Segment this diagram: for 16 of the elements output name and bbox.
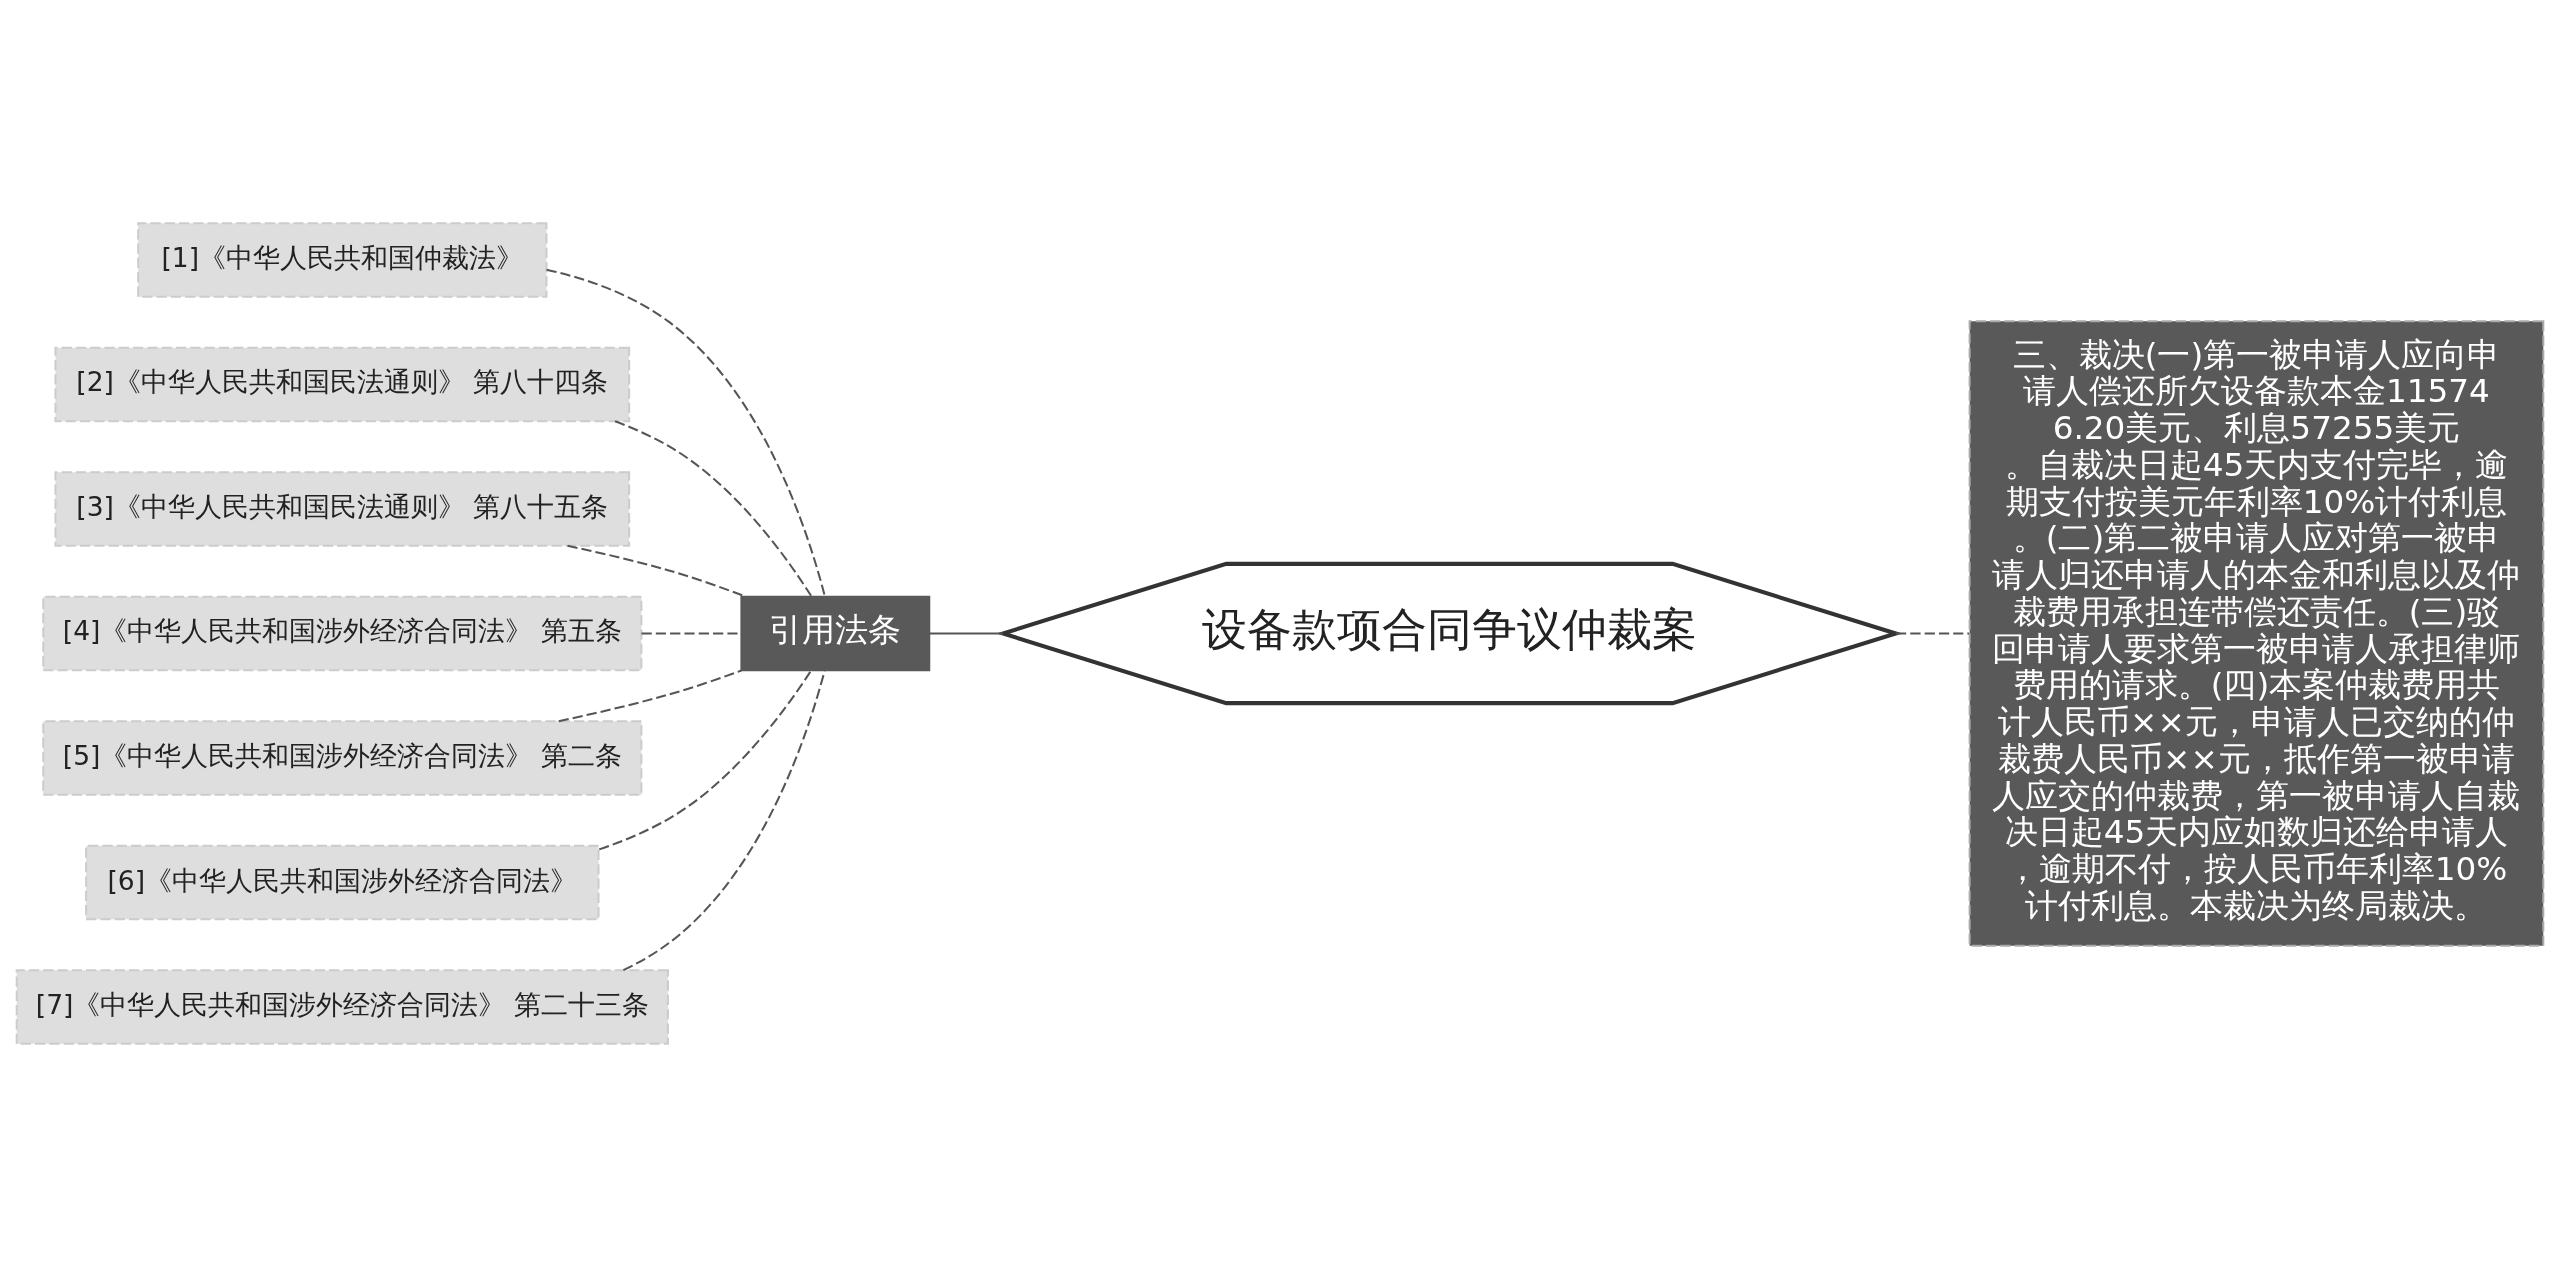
node-box: [3]《中华人民共和国民法通则》 第八十五条 bbox=[54, 471, 631, 547]
node-box: [6]《中华人民共和国涉外经济合同法》 bbox=[85, 844, 600, 921]
node-box: [1]《中华人民共和国仲裁法》 bbox=[137, 222, 548, 298]
node-box: 引用法条 bbox=[740, 595, 931, 672]
node-box: [4]《中华人民共和国涉外经济合同法》 第五条 bbox=[42, 595, 643, 672]
node-box: [5]《中华人民共和国涉外经济合同法》 第二条 bbox=[42, 720, 643, 796]
node-box: [7]《中华人民共和国涉外经济合同法》 第二十三条 bbox=[15, 969, 669, 1045]
connector bbox=[1895, 632, 1970, 635]
node-box: 三、裁决(一)第一被申请人应向申请人偿还所欠设备款本金115746.20美元、利息57255美元。自裁决日起45天内支付完毕，逾期支付按美元年利率10%计付利息。(二)第二被申请人应对第一被申请人归还申请人的本金和利息以及仲裁费用承担连带偿还责任。(三)驳回申请人要求第一被申请人承担律师费用的请求。(四)本案仲裁费用共计人民币××元，申请人已交纳的仲裁费人民币××元，抵作第一被申请人应交的仲裁费，第一被申请人自裁决日起45天内应如数归还给申请人，逾期不付，按人民币年利率10%计付利息。本裁决为终局裁决。 bbox=[1968, 320, 2545, 947]
connector bbox=[546, 268, 826, 597]
connector bbox=[614, 420, 813, 598]
connector bbox=[558, 669, 742, 723]
connector bbox=[598, 670, 812, 851]
connector bbox=[622, 670, 826, 972]
node-box: [2]《中华人民共和国民法通则》 第八十四条 bbox=[54, 346, 631, 423]
connector bbox=[929, 632, 1003, 635]
